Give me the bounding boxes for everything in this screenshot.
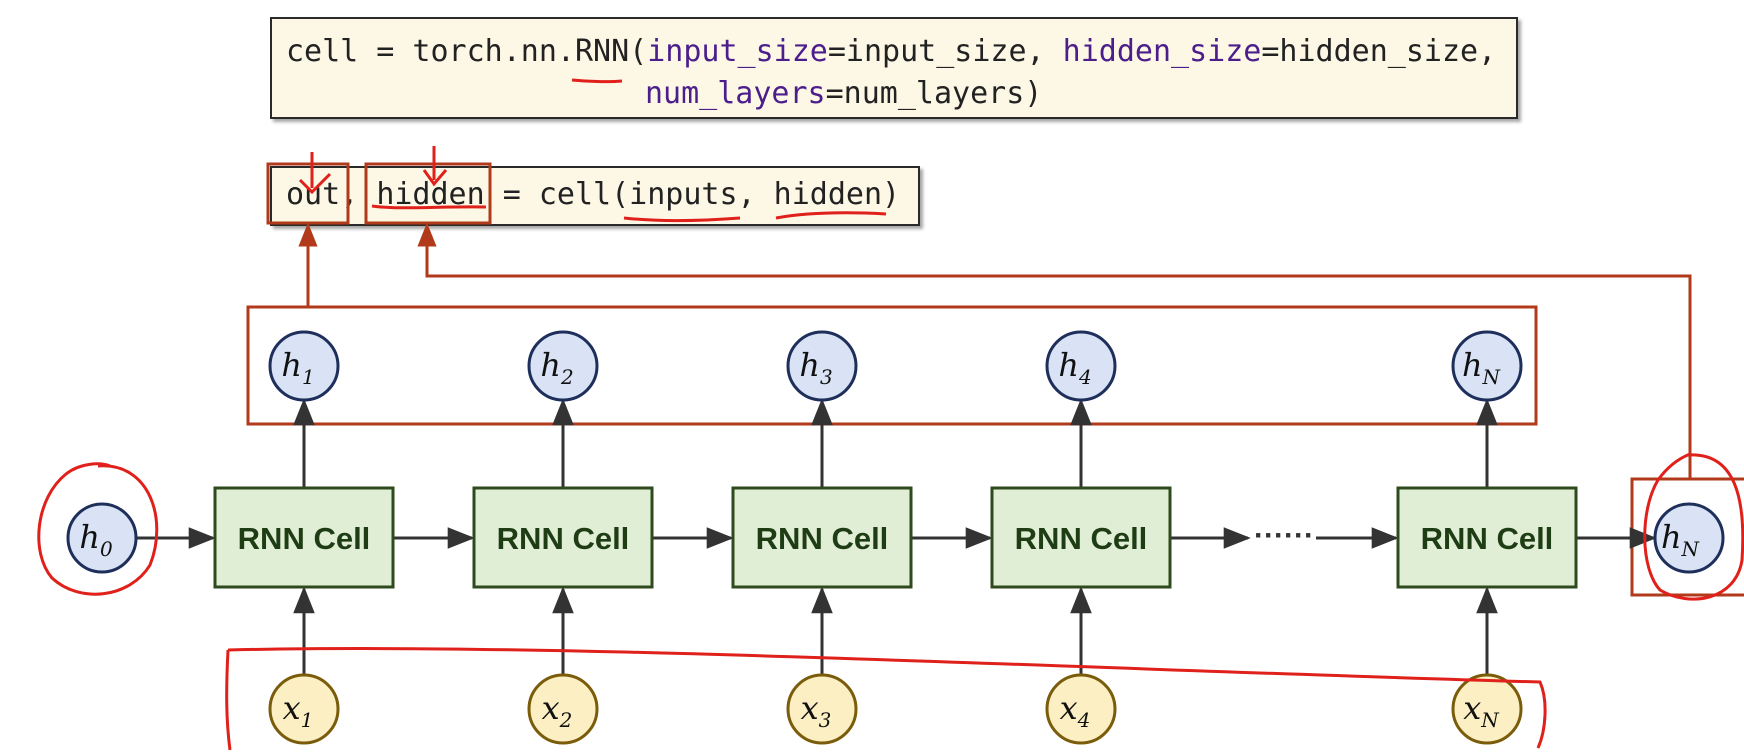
hidden-node bbox=[268, 330, 340, 402]
code-kw-input-size: input_size bbox=[647, 34, 828, 69]
code-block-rnn-constructor: cell = torch.nn.RNN(input_size=input_siz… bbox=[270, 17, 1518, 119]
hidden-node-sub: 4 bbox=[1078, 365, 1092, 389]
input-node-label: xN bbox=[1463, 689, 1500, 732]
hidden-node-label: h2 bbox=[540, 346, 573, 389]
input-node bbox=[786, 673, 858, 745]
hidden-highlight-box bbox=[364, 162, 492, 225]
hidden-node-base: h bbox=[1462, 346, 1483, 384]
code-kw-num-layers: num_layers bbox=[645, 76, 826, 111]
hidden-node bbox=[1451, 330, 1523, 402]
code-text: =num_layers) bbox=[825, 76, 1043, 111]
annotation-circle-hN bbox=[1643, 452, 1744, 601]
hidden-node-sub: N bbox=[1482, 365, 1502, 389]
input-node-base: x bbox=[1463, 689, 1481, 727]
input-node-base: x bbox=[542, 689, 560, 727]
input-node-sub: N bbox=[1480, 708, 1500, 732]
annotation-underline-hidden-arg bbox=[775, 211, 887, 220]
rnn-cell-label: RNN Cell bbox=[497, 521, 630, 556]
input-node-base: x bbox=[1060, 689, 1078, 727]
h0-sub: 0 bbox=[100, 537, 113, 561]
rnn-cell-label: RNN Cell bbox=[1421, 521, 1554, 556]
hidden-node-sub: 1 bbox=[302, 365, 315, 389]
annotation-underline-rnn bbox=[571, 78, 623, 84]
input-node bbox=[527, 673, 599, 745]
rnn-cell-box bbox=[731, 486, 913, 589]
hN-final-sub: N bbox=[1681, 537, 1701, 561]
code-text: = torch.nn.RNN( bbox=[358, 34, 648, 69]
rnn-cell-box bbox=[990, 486, 1172, 589]
annotation-arrow-hidden bbox=[422, 146, 448, 187]
annotation-arrow-out bbox=[298, 152, 332, 195]
rnn-cell-label: RNN Cell bbox=[1015, 521, 1148, 556]
ellipsis-text: ······ bbox=[1254, 519, 1314, 552]
hN-final-node bbox=[1653, 502, 1725, 574]
h0-node bbox=[66, 502, 138, 574]
rnn-cell-box bbox=[472, 486, 654, 589]
hidden-node bbox=[527, 330, 599, 402]
h0-label: h0 bbox=[79, 518, 113, 561]
input-node-label: x4 bbox=[1060, 689, 1091, 732]
input-node-sub: 1 bbox=[301, 708, 314, 732]
input-node-sub: 4 bbox=[1077, 708, 1091, 732]
out-highlight-box bbox=[266, 162, 350, 225]
code-text: =input_size, bbox=[827, 34, 1063, 69]
outputs-group-box bbox=[246, 305, 1538, 426]
hidden-node-base: h bbox=[281, 346, 302, 384]
annotation-underline-hidden bbox=[371, 204, 487, 210]
input-node-sub: 2 bbox=[559, 708, 573, 732]
code-kw-hidden-size: hidden_size bbox=[1062, 34, 1262, 69]
input-node bbox=[1451, 673, 1523, 745]
hidden-node-base: h bbox=[1058, 346, 1079, 384]
hidden-node-base: h bbox=[799, 346, 820, 384]
h0-base: h bbox=[79, 518, 100, 556]
rnn-cell-label: RNN Cell bbox=[756, 521, 889, 556]
hN-final-label: hN bbox=[1661, 518, 1701, 561]
annotation-inputs-loop bbox=[225, 647, 1547, 751]
annotation-underline-inputs bbox=[623, 216, 741, 223]
input-node-label: x1 bbox=[283, 689, 314, 732]
input-node-sub: 3 bbox=[819, 708, 832, 732]
input-node-base: x bbox=[801, 689, 819, 727]
annotation-circle-h0 bbox=[37, 462, 159, 596]
hidden-node-label: h4 bbox=[1058, 346, 1091, 389]
input-node-label: x3 bbox=[801, 689, 832, 732]
hN-final-base: h bbox=[1661, 518, 1682, 556]
hidden-node-sub: 3 bbox=[820, 365, 833, 389]
rnn-cell-box bbox=[213, 486, 395, 589]
final-hidden-to-hidden-arrow bbox=[417, 222, 1692, 479]
rnn-cell-box bbox=[1396, 486, 1578, 589]
hidden-node-sub: 2 bbox=[560, 365, 574, 389]
input-node bbox=[268, 673, 340, 745]
rnn-cell-label: RNN Cell bbox=[238, 521, 371, 556]
hidden-node-base: h bbox=[540, 346, 561, 384]
hidden-node bbox=[1045, 330, 1117, 402]
hidden-node-label: h1 bbox=[281, 346, 314, 389]
code-text: = cell(inputs, hidden) bbox=[484, 177, 901, 212]
hidden-node bbox=[786, 330, 858, 402]
code-ident-cell: cell bbox=[286, 34, 359, 69]
code-line-1: cell = torch.nn.RNN(input_size=input_siz… bbox=[286, 31, 1496, 73]
code-line-2: num_layers=num_layers) bbox=[645, 73, 1042, 115]
hidden-node-label: h3 bbox=[799, 346, 832, 389]
input-node-base: x bbox=[283, 689, 301, 727]
hidden-node-label: hN bbox=[1462, 346, 1502, 389]
input-node bbox=[1045, 673, 1117, 745]
code-text: =hidden_size, bbox=[1261, 34, 1497, 69]
input-node-label: x2 bbox=[542, 689, 573, 732]
